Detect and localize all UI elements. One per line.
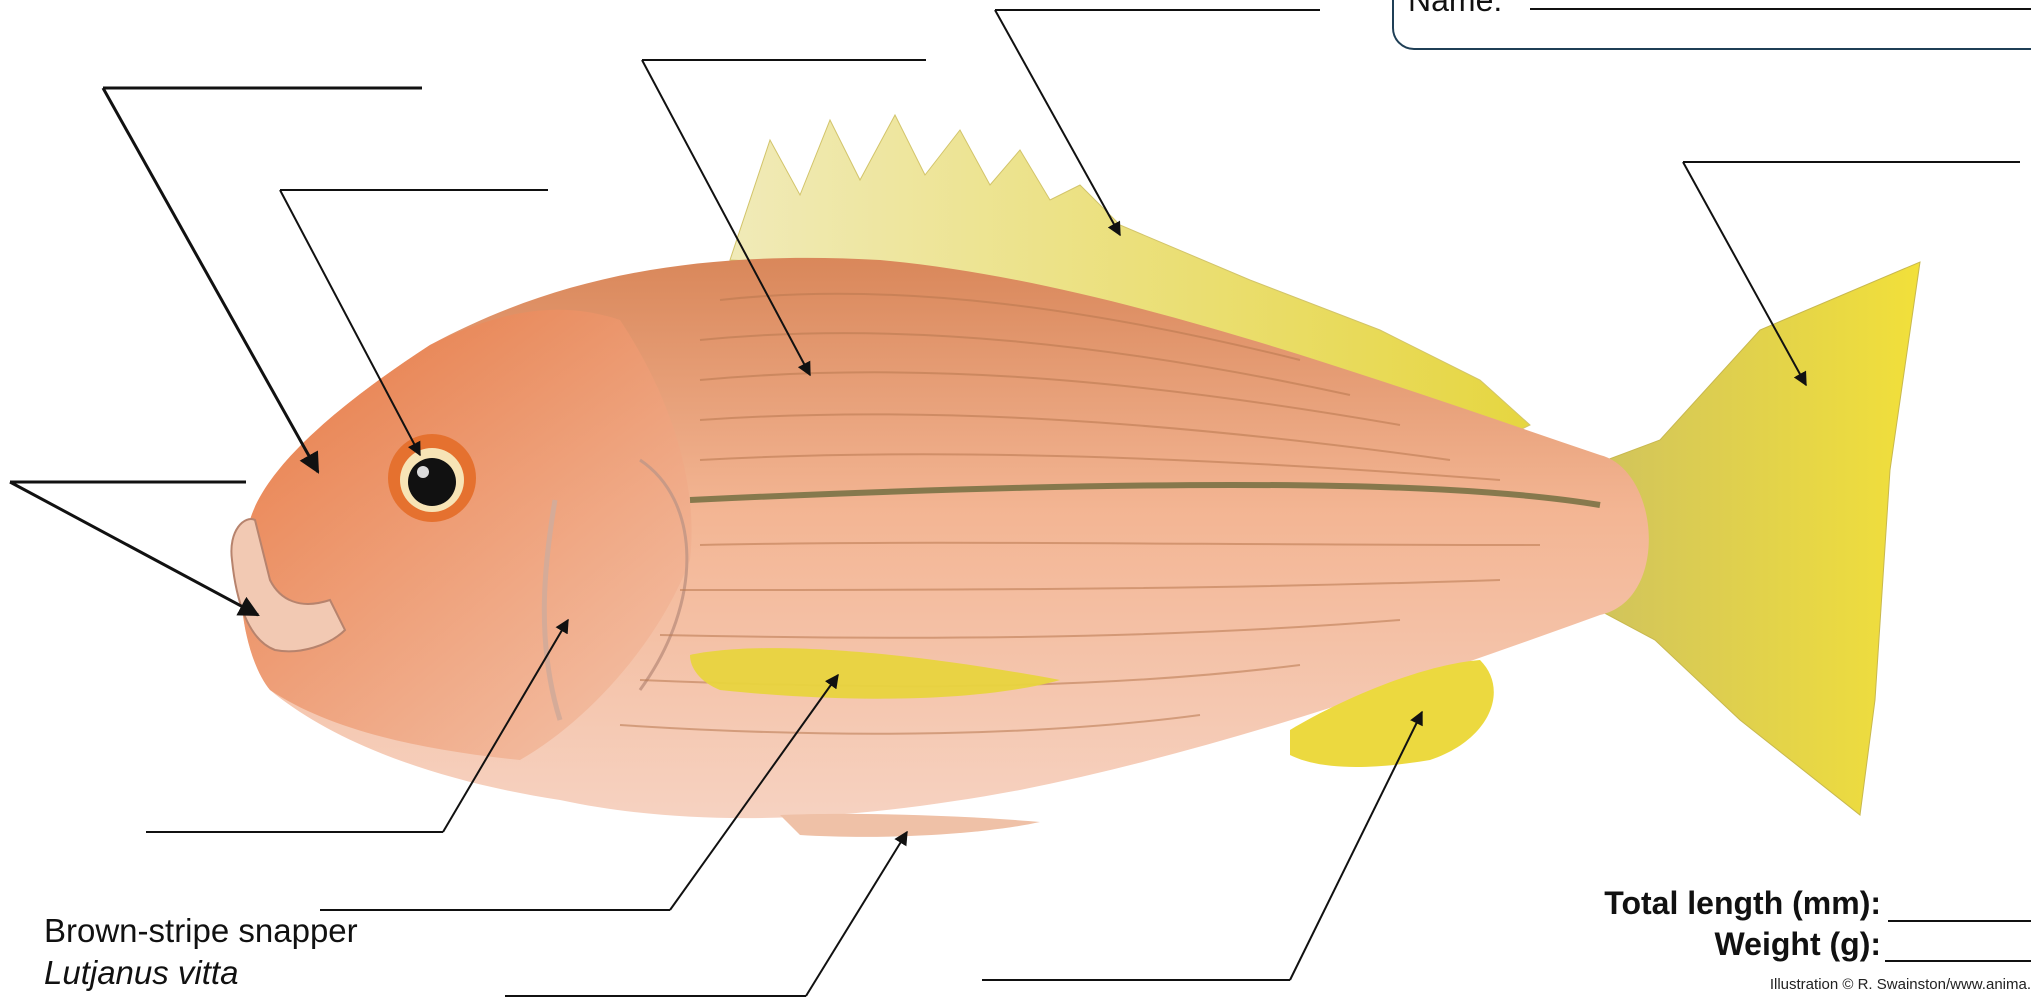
pelvic-fin (780, 814, 1040, 837)
species-scientific-name: Lutjanus vitta (44, 954, 238, 992)
illustration-credit: Illustration © R. Swainston/www.anima. (1770, 976, 2031, 993)
weight-label: Weight (g): (1715, 926, 1881, 963)
total-length-label: Total length (mm): (1604, 885, 1881, 922)
weight-blank[interactable] (1885, 960, 2031, 962)
species-common-name: Brown-stripe snapper (44, 912, 358, 950)
eye-pupil (408, 458, 456, 506)
total-length-blank[interactable] (1888, 920, 2031, 922)
